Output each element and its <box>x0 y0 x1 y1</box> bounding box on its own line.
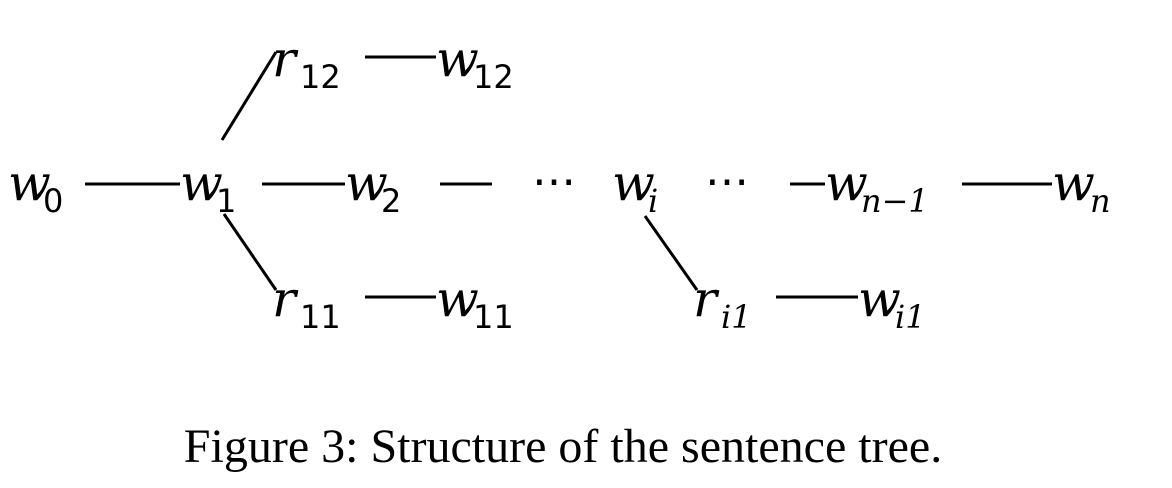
node-wn1: w n−1 <box>825 154 929 220</box>
node-wi1: w i1 <box>858 270 926 336</box>
node-w2-sub: 2 <box>381 182 401 220</box>
edge-wi-ri1 <box>643 215 699 291</box>
ellipsis-right: ⋯ <box>705 156 749 207</box>
node-ri1: r i1 <box>693 270 752 336</box>
node-r12: r 12 <box>272 30 341 96</box>
node-wi1-base: w <box>858 270 901 328</box>
node-wn-base: w <box>1052 154 1095 212</box>
node-w2-base: w <box>345 154 388 212</box>
edge-w1-r11 <box>222 213 278 291</box>
node-wn-sub: n <box>1090 182 1111 220</box>
node-w2: w 2 <box>345 154 401 220</box>
node-wn1-sub: n−1 <box>861 182 929 220</box>
node-wi-base: w <box>612 154 655 212</box>
node-w0-sub: 0 <box>43 182 63 220</box>
edge-w1-r12 <box>220 51 278 141</box>
node-w11-base: w <box>436 270 479 328</box>
node-wn1-base: w <box>825 154 868 212</box>
node-w1-sub: 1 <box>216 182 236 220</box>
node-r11-sub: 11 <box>300 298 341 336</box>
node-ri1-sub: i1 <box>721 298 752 336</box>
node-w0-base: w <box>8 154 51 212</box>
tree-edges <box>85 51 1052 299</box>
node-wi: w i <box>612 154 658 220</box>
node-ri1-base: r <box>693 270 720 328</box>
ellipsis-left: ⋯ <box>532 156 576 207</box>
node-r12-sub: 12 <box>300 58 341 96</box>
node-r11-base: r <box>272 270 299 328</box>
node-wn: w n <box>1052 154 1111 220</box>
figure-caption: Figure 3: Structure of the sentence tree… <box>184 420 942 473</box>
node-r11: r 11 <box>272 270 341 336</box>
node-r12-base: r <box>272 30 299 88</box>
node-w12-sub: 12 <box>473 58 514 96</box>
node-wi-sub: i <box>648 182 658 220</box>
node-w11: w 11 <box>436 270 514 336</box>
node-w12-base: w <box>436 30 479 88</box>
node-w12: w 12 <box>436 30 514 96</box>
node-w1-base: w <box>180 154 223 212</box>
node-wi1-sub: i1 <box>895 298 926 336</box>
node-w0: w 0 <box>8 154 63 220</box>
node-w1: w 1 <box>180 154 236 220</box>
node-w11-sub: 11 <box>473 298 514 336</box>
